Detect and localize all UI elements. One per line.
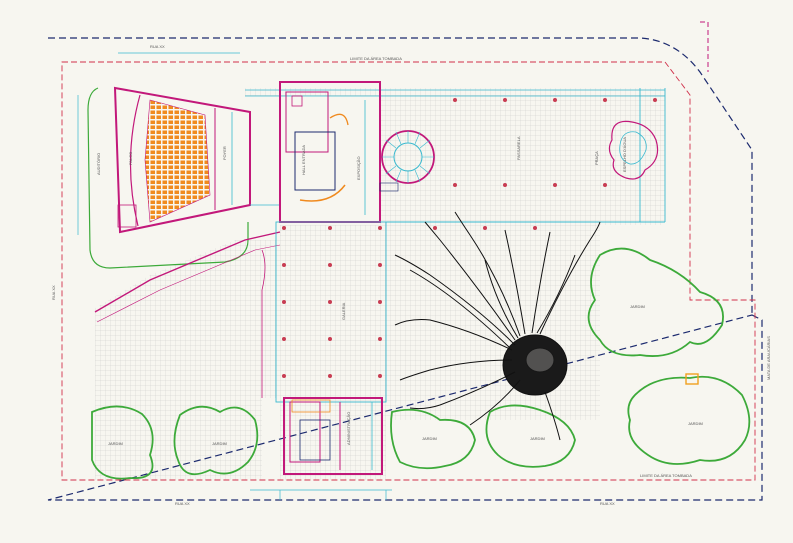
street-bottom-left-label: RUA XX	[175, 501, 190, 506]
garden-5-label: JARDIM	[630, 304, 645, 309]
garden-3-label: JARDIM	[422, 436, 437, 441]
street-bottom-right-label: RUA XX	[600, 501, 615, 506]
garden-6-label: JARDIM	[688, 421, 703, 426]
dimension-lines	[77, 52, 392, 500]
garden-3	[390, 408, 476, 470]
galeria-label: GALERIA	[341, 302, 346, 320]
exposicao-label: EXPOSIÇÃO	[356, 156, 361, 180]
palco-label: PALCO	[128, 152, 133, 165]
street-top-label: RUA XX	[150, 44, 165, 49]
garden-1	[91, 405, 154, 480]
garden-2	[173, 405, 259, 476]
admin-building: ADMINISTRAÇÃO	[283, 397, 383, 475]
site-boundary	[47, 37, 763, 501]
column-grid	[282, 98, 657, 378]
auditorio-label: AUDITÓRIO	[96, 153, 101, 175]
tree-sketch	[394, 211, 601, 441]
garden-6	[627, 375, 751, 465]
spiral-stair	[379, 130, 435, 192]
garden-5	[587, 247, 724, 357]
site-marker	[685, 373, 699, 385]
covered-walkway	[245, 89, 665, 206]
garden-1-label: JARDIM	[108, 441, 123, 446]
limite-bottom-label: LIMITE DA ÁREA TOMBADA	[640, 473, 692, 478]
garden-4-label: JARDIM	[530, 436, 545, 441]
hall-entrada-label: HALL ENTRADA	[301, 145, 306, 175]
garden-2-label: JARDIM	[212, 441, 227, 446]
garden-4	[485, 404, 576, 468]
paving-grid	[95, 88, 665, 480]
gardens	[91, 247, 751, 480]
access-ramp	[94, 231, 281, 398]
auditorium: PALCO FOYER AUDITÓRIO	[96, 86, 251, 234]
limite-top-label: LIMITE DA ÁREA TOMBADA	[350, 56, 402, 61]
foyer-label: FOYER	[222, 146, 227, 160]
praca-label: PRAÇA	[594, 151, 599, 165]
street-right-label: MATA DE ARAUCÁRIAS	[766, 336, 771, 380]
water-mirror: ESPELHO D'ÁGUA	[608, 120, 659, 180]
lawn-auditorium	[87, 87, 249, 269]
espelho-label: ESPELHO D'ÁGUA	[622, 137, 627, 172]
administracao-label: ADMINISTRAÇÃO	[346, 412, 351, 445]
passarela-label: PASSARELA	[516, 136, 521, 160]
gallery-outline	[275, 88, 666, 403]
street-left-label: RUA XX	[51, 285, 56, 300]
